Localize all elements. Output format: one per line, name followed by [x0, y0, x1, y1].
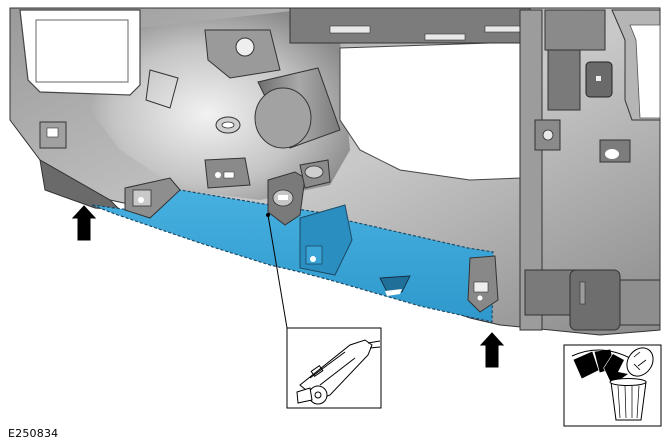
retaining-clips — [124, 157, 499, 313]
highlighted-trim-panel — [91, 189, 494, 323]
cylinder-boss — [254, 67, 341, 149]
oscillating-cutter-icon — [296, 339, 381, 405]
dashboard-panel — [9, 7, 661, 336]
discard-inset — [563, 344, 662, 427]
figure-id-label: E250834 — [8, 427, 59, 440]
cutting-tool-inset — [286, 327, 382, 409]
up-arrow-icon — [70, 204, 98, 241]
up-arrow-icon — [478, 331, 506, 368]
trash-bin-icon — [571, 347, 654, 421]
